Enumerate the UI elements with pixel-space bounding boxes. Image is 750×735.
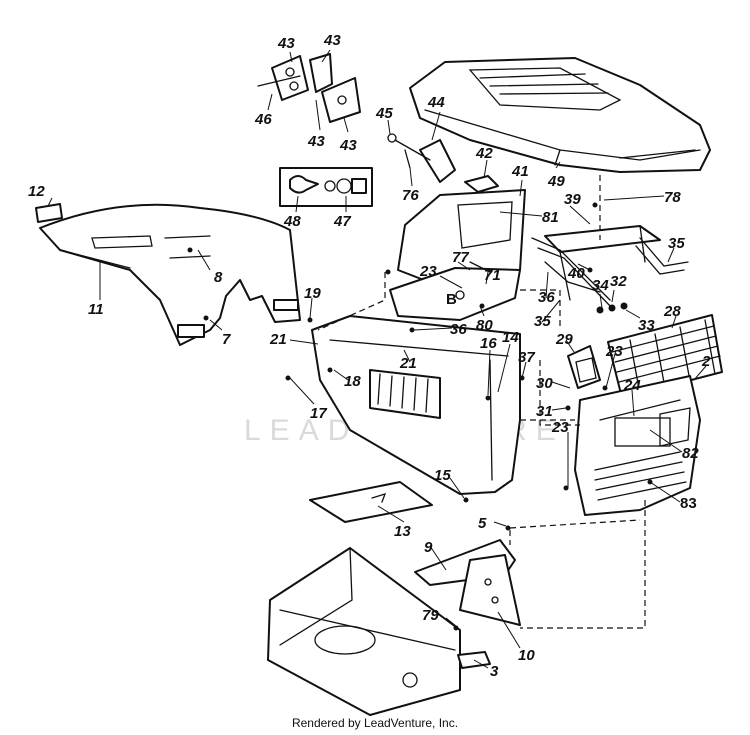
callout-35b: 35 <box>534 313 551 330</box>
callout-8: 8 <box>214 269 223 286</box>
callout-77: 77 <box>452 249 469 266</box>
callout-28: 28 <box>663 303 681 320</box>
callout-5: 5 <box>478 515 487 532</box>
frame <box>267 547 491 716</box>
callout-36b: 36 <box>450 321 467 338</box>
callout-71: 71 <box>484 267 501 284</box>
callout-7: 7 <box>222 331 231 348</box>
support-rods <box>531 237 689 309</box>
callout-18: 18 <box>344 373 361 390</box>
callout-21b: 21 <box>399 355 417 372</box>
hinge-brackets <box>257 53 361 123</box>
callout-13: 13 <box>394 523 411 540</box>
callout-32: 32 <box>610 273 627 290</box>
callout-44: 44 <box>427 94 445 111</box>
callout-21a: 21 <box>269 331 287 348</box>
callout-43d: 43 <box>339 137 357 154</box>
callout-16: 16 <box>480 335 497 352</box>
callout-9: 9 <box>424 539 433 556</box>
callout-48: 48 <box>283 213 301 230</box>
callout-82: 82 <box>682 445 699 462</box>
callout-43c: 43 <box>307 133 325 150</box>
hood-latch <box>387 133 499 193</box>
grille-mesh <box>607 314 723 399</box>
callout-79: 79 <box>422 607 439 624</box>
callout-30: 30 <box>536 375 553 392</box>
headlight <box>567 345 601 389</box>
callout-23b: 23 <box>605 343 623 360</box>
callout-45: 45 <box>375 105 393 122</box>
callout-80: 80 <box>476 317 493 334</box>
callout-29: 29 <box>555 331 573 348</box>
callout-34: 34 <box>592 277 609 294</box>
callout-47: 47 <box>333 213 351 230</box>
callout-3: 3 <box>490 663 499 680</box>
callout-37: 37 <box>518 349 535 366</box>
callout-14: 14 <box>502 329 519 346</box>
callout-81: 81 <box>542 209 559 226</box>
callout-76: 76 <box>402 187 419 204</box>
callout-46: 46 <box>254 111 272 128</box>
callout-83: 83 <box>680 495 697 512</box>
callout-24: 24 <box>623 377 641 394</box>
callout-42: 42 <box>475 145 493 162</box>
callout-10: 10 <box>518 647 535 664</box>
callout-17: 17 <box>310 405 327 422</box>
callout-15: 15 <box>434 467 451 484</box>
callout-11: 11 <box>88 301 104 318</box>
callout-36a: 36 <box>538 289 555 306</box>
callout-2: 2 <box>701 353 711 370</box>
mount-brackets <box>414 539 521 626</box>
fender <box>35 203 301 346</box>
side-panel <box>311 315 521 495</box>
callout-78: 78 <box>664 189 681 206</box>
callouts: 12 11 8 7 43 43 43 43 46 45 44 42 76 48 … <box>28 32 711 680</box>
callout-b: B <box>446 291 457 308</box>
callout-41: 41 <box>511 163 529 180</box>
pan-plate <box>309 481 433 523</box>
leader-lines <box>47 49 707 669</box>
callout-49: 49 <box>547 173 565 190</box>
callout-23a: 23 <box>419 263 437 280</box>
callout-35a: 35 <box>668 235 685 252</box>
hood-assembly <box>409 57 711 173</box>
callout-43b: 43 <box>323 32 341 49</box>
callout-12: 12 <box>28 183 45 200</box>
callout-40: 40 <box>567 265 585 282</box>
dash-console <box>389 189 526 321</box>
nose-grille <box>574 375 701 516</box>
callout-39: 39 <box>564 191 581 208</box>
callout-33: 33 <box>638 317 655 334</box>
footer-credit: Rendered by LeadVenture, Inc. <box>291 716 459 730</box>
alignment-lines <box>317 175 646 629</box>
key-switch-kit <box>279 167 373 207</box>
callout-19: 19 <box>304 285 321 302</box>
callout-23c: 23 <box>551 419 569 436</box>
callout-31: 31 <box>536 403 553 420</box>
callout-43a: 43 <box>277 35 295 52</box>
